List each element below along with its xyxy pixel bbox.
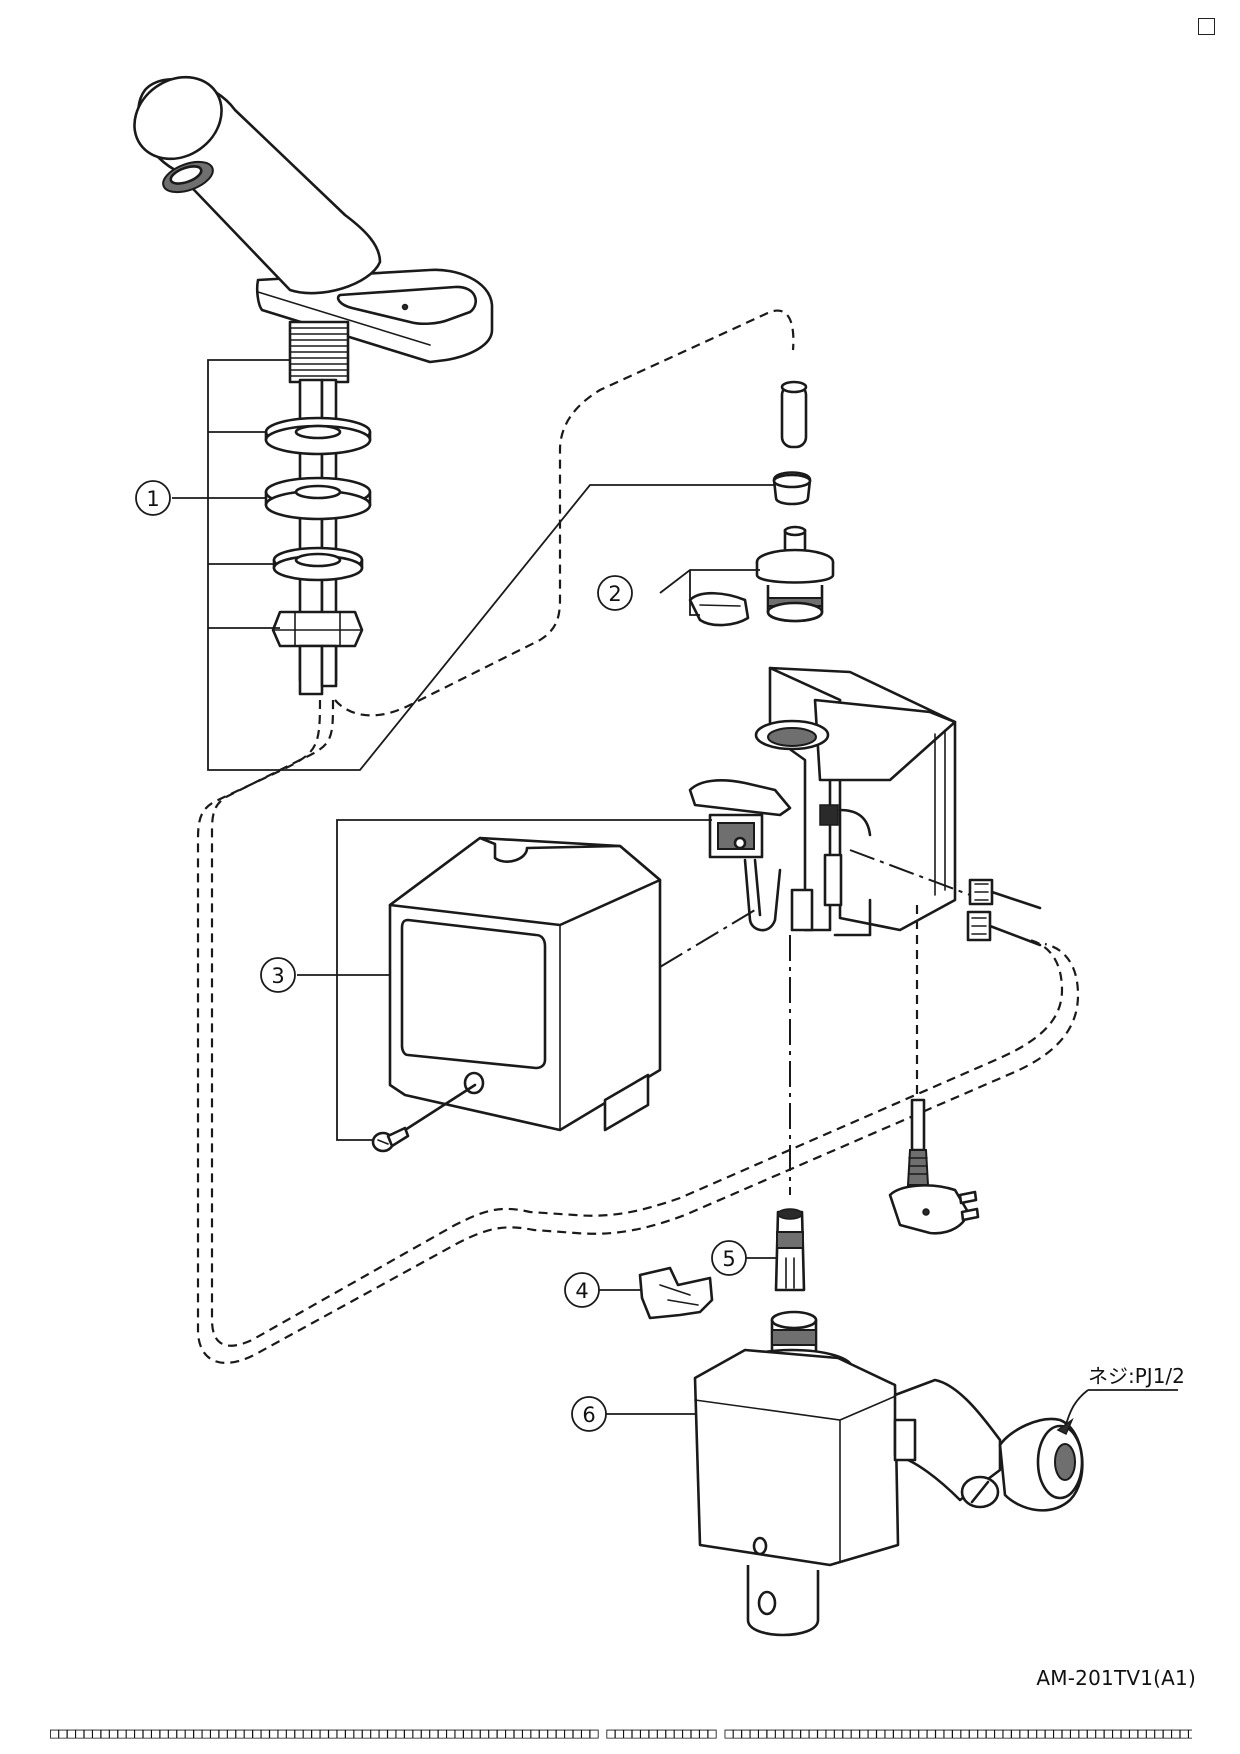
callout-3: 3 bbox=[260, 957, 296, 993]
check-valve-part bbox=[659, 380, 835, 627]
callout-2-number: 2 bbox=[608, 582, 621, 606]
part-1-bracket bbox=[172, 359, 780, 771]
corner-checkbox bbox=[1198, 18, 1215, 35]
callout-3-number: 3 bbox=[271, 964, 284, 988]
model-code: AM-201TV1(A1) bbox=[1036, 1666, 1196, 1690]
faucet-spout bbox=[133, 75, 494, 696]
filter-cartridge bbox=[746, 1208, 806, 1292]
controller-chassis bbox=[688, 666, 1042, 947]
solenoid-valve-body bbox=[606, 1310, 1084, 1637]
callout-6: 6 bbox=[571, 1396, 607, 1432]
callout-1-number: 1 bbox=[146, 487, 159, 511]
callout-2: 2 bbox=[597, 575, 633, 611]
fixing-clip bbox=[598, 1266, 714, 1320]
callout-4-number: 4 bbox=[575, 1279, 588, 1303]
footer-caption: □□□□□□□□□□□□□□□□□□□□□□□□□□□□□□□□□□□□□□□□… bbox=[50, 1724, 1192, 1742]
assembly-axis-cover bbox=[659, 906, 761, 968]
controller-cover bbox=[297, 819, 712, 1153]
callout-5: 5 bbox=[711, 1240, 747, 1276]
callout-4: 4 bbox=[564, 1272, 600, 1308]
thread-spec-annotation: ネジ:PJ1/2 bbox=[1056, 1364, 1185, 1436]
callout-6-number: 6 bbox=[582, 1403, 595, 1427]
thread-spec-label: ネジ:PJ1/2 bbox=[1088, 1364, 1185, 1388]
power-plug bbox=[888, 1098, 980, 1235]
callout-5-number: 5 bbox=[722, 1247, 735, 1271]
dashed-supply-hose bbox=[334, 309, 795, 717]
dashed-sensor-hose bbox=[196, 699, 1080, 1364]
cover-screw bbox=[371, 1126, 410, 1153]
callout-1: 1 bbox=[135, 480, 171, 516]
assembly-axis-connector bbox=[849, 849, 971, 896]
